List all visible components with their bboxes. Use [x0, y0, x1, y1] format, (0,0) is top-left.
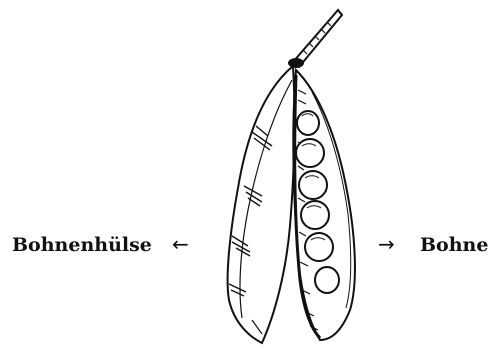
bean-label: Bohne	[420, 236, 488, 255]
seed	[296, 139, 324, 167]
seed	[299, 171, 327, 199]
seed	[305, 233, 333, 261]
seed	[315, 267, 339, 293]
left-arrow-icon: ←	[172, 234, 189, 254]
husk-label: Bohnenhülse	[12, 236, 152, 255]
pod-husk	[228, 66, 295, 343]
right-arrow-icon: →	[378, 234, 395, 254]
seed	[301, 201, 329, 229]
seed	[297, 111, 319, 135]
stem	[288, 10, 342, 68]
